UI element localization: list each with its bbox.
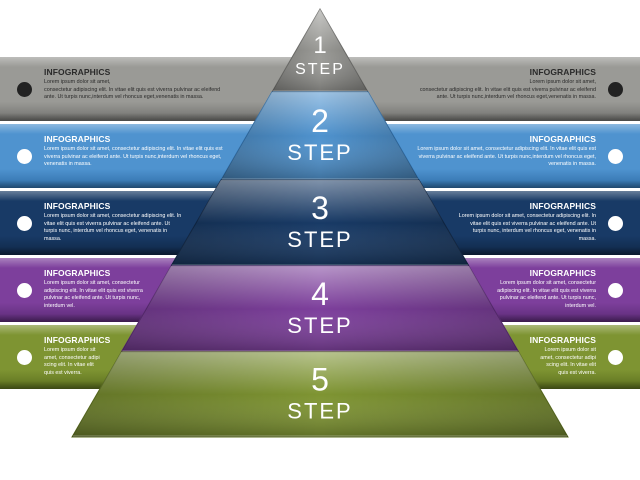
bullet-dot-right	[608, 149, 623, 164]
pyramid-layer-shade	[271, 9, 369, 92]
info-block-left: INFOGRAPHICS Lorem ipsum dolor sit amet, …	[44, 268, 143, 310]
bullet-dot-right	[608, 350, 623, 365]
info-text-line: consectetur adipiscing elit. In vitae el…	[419, 86, 596, 93]
info-block-right: INFOGRAPHICS Lorem ipsum dolor sit amet, …	[497, 268, 596, 310]
info-text-line: quis est viverra.	[44, 369, 82, 376]
info-text-line: amet, consectetur adipi	[540, 354, 596, 361]
info-text-line: pulvinar ac eleifend ante. Ut turpis nun…	[44, 295, 141, 302]
pyramid-layer-shade	[220, 92, 420, 180]
info-text-line: amet, consectetur adipi	[44, 354, 100, 361]
info-title: INFOGRAPHICS	[44, 201, 111, 211]
pyramid-layer-shade	[121, 266, 519, 352]
info-text-line: interdum vel.	[44, 302, 75, 309]
info-text-line: adipiscing elit. In vitae elit quis est …	[44, 287, 143, 294]
step-label: STEP	[287, 399, 352, 424]
info-text-line: Lorem ipsum dolor sit amet, consectetur …	[44, 213, 182, 219]
bullet-dot-left	[17, 350, 32, 365]
info-text-line: Lorem ipsum dolor sit amet, consectetur …	[44, 146, 223, 152]
step-label: STEP	[295, 61, 345, 78]
step-number: 4	[311, 276, 329, 312]
info-text-line: vitae elit quis est viverra pulvinar ac …	[470, 220, 596, 227]
info-text-line: Lorem ipsum dolor sit amet, consectetur …	[417, 146, 596, 152]
pyramid-layer-shade	[72, 352, 568, 437]
pyramid-layer-shade	[171, 180, 469, 266]
info-text-line: venenatis in massa.	[44, 161, 92, 168]
bullet-dot-left	[17, 149, 32, 164]
bullet-dot-right	[608, 283, 623, 298]
step-number: 1	[313, 32, 326, 59]
info-text-line: consectetur adipiscing elit. In vitae el…	[44, 86, 221, 93]
step-number: 2	[311, 103, 329, 139]
step-label: STEP	[287, 140, 352, 165]
info-block-left: INFOGRAPHICS Lorem ipsum dolor sit amet, …	[44, 134, 223, 169]
info-text-line: Lorem ipsum dolor sit amet,	[529, 79, 596, 85]
info-title: INFOGRAPHICS	[529, 335, 596, 345]
bullet-dot-left	[17, 283, 32, 298]
info-text-line: vitae elit quis est viverra pulvinar ac …	[44, 220, 170, 227]
info-text-line: ante. Ut turpis nunc,interdum vel rhoncu…	[436, 94, 596, 101]
info-title: INFOGRAPHICS	[44, 67, 111, 77]
step-number: 5	[311, 362, 329, 398]
info-title: INFOGRAPHICS	[44, 134, 111, 144]
info-text-line: scing elit. In vitae elit	[44, 362, 94, 369]
step-label: STEP	[287, 227, 352, 252]
info-text-line: quis est viverra.	[558, 369, 596, 376]
info-text-line: turpis nunc, interdum vel rhoncus eget, …	[472, 228, 596, 235]
info-text-line: scing elit. In vitae elit	[546, 362, 596, 369]
info-title: INFOGRAPHICS	[529, 134, 596, 144]
info-text-line: interdum vel.	[565, 302, 596, 309]
bullet-dot-right	[608, 216, 623, 231]
bullet-dot-left	[17, 216, 32, 231]
info-title: INFOGRAPHICS	[44, 268, 111, 278]
info-text-line: turpis nunc, interdum vel rhoncus eget, …	[44, 228, 168, 235]
info-text-line: massa.	[578, 235, 596, 242]
info-block-right: INFOGRAPHICS Lorem ipsum dolor sit amet, …	[417, 134, 596, 169]
info-text-line: Lorem ipsum dolor sit amet,	[44, 79, 111, 85]
info-text-line: Lorem ipsum dolor sit	[544, 347, 596, 353]
step-number: 3	[311, 190, 329, 226]
info-text-line: Lorem ipsum dolor sit amet, consectetur	[500, 280, 596, 286]
bullet-dot-left	[17, 82, 32, 97]
info-title: INFOGRAPHICS	[529, 201, 596, 211]
info-title: INFOGRAPHICS	[44, 335, 111, 345]
info-text-line: ante. Ut turpis nunc,interdum vel rhoncu…	[44, 94, 204, 101]
info-text-line: adipiscing elit. In vitae elit quis est …	[497, 287, 596, 294]
info-text-line: venenatis in massa.	[548, 161, 596, 168]
info-block-right: INFOGRAPHICS Lorem ipsum dolor sit amet,c…	[420, 67, 596, 102]
info-title: INFOGRAPHICS	[529, 268, 596, 278]
info-title: INFOGRAPHICS	[529, 67, 596, 77]
info-text-line: massa.	[44, 235, 62, 242]
info-text-line: viverra pulvinar ac eleifend ante. Ut tu…	[418, 153, 596, 160]
info-text-line: viverra pulvinar ac eleifend ante. Ut tu…	[44, 153, 222, 160]
info-text-line: Lorem ipsum dolor sit	[44, 347, 96, 353]
info-text-line: Lorem ipsum dolor sit amet, consectetur …	[458, 213, 596, 219]
bullet-dot-right	[608, 82, 623, 97]
step-label: STEP	[287, 313, 352, 338]
info-text-line: Lorem ipsum dolor sit amet, consectetur	[44, 280, 140, 286]
info-block-left: INFOGRAPHICS Lorem ipsum dolor sit amet, …	[44, 201, 181, 243]
info-block-right: INFOGRAPHICS Lorem ipsum dolor sit amet, …	[459, 201, 596, 243]
info-block-left: INFOGRAPHICS Lorem ipsum dolor sit amet,c…	[44, 67, 220, 102]
info-text-line: pulvinar ac eleifend ante. Ut turpis nun…	[499, 295, 596, 302]
